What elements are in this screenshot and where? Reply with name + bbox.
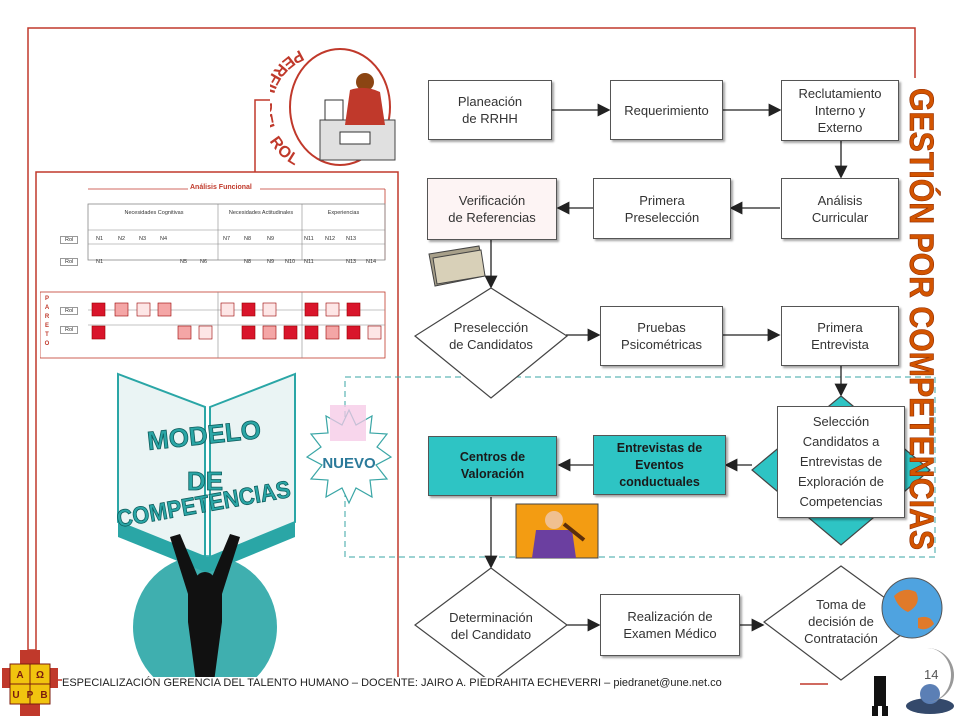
svg-text:U: U: [12, 690, 19, 701]
svg-text:A: A: [16, 670, 23, 681]
n-label: N1: [96, 236, 104, 242]
analisis-funcional-table: Análisis Funcional: [40, 182, 390, 360]
preseleccion-diamond: [413, 287, 569, 399]
pareto-letter: O: [44, 341, 50, 347]
page-number: 14: [924, 667, 939, 682]
n-label: N9: [267, 259, 275, 265]
n-label: N2: [118, 236, 126, 242]
primera-preseleccion-box: Primera Preselección: [593, 178, 731, 239]
n-label: N5: [180, 259, 188, 265]
n-label: N4: [160, 236, 168, 242]
centros-valoracion-box: Centros de Valoración: [428, 436, 557, 496]
svg-text:B: B: [40, 690, 47, 701]
toma-decision-label: Toma de decisión de Contratación: [804, 596, 878, 646]
folder-icon: [428, 245, 486, 287]
page-number-badge: [920, 648, 954, 702]
n-label: N11: [304, 236, 314, 242]
role-label: Rol: [60, 307, 79, 315]
analisis-curricular-box: Análisis Curricular: [781, 178, 899, 239]
n-label: N3: [139, 236, 147, 242]
n-label: N8: [244, 259, 252, 265]
modelo-book-illustration: MODELO DE COMPETENCIAS: [114, 372, 296, 682]
entrevistas-eventos-box: Entrevistas de Eventos conductuales: [593, 435, 726, 495]
table-grid: [40, 188, 386, 359]
perfil-rol-badge: PERFIL DEL ROL: [270, 46, 396, 170]
pareto-letter: T: [45, 332, 49, 338]
reclutamiento-box: Reclutamiento Interno y Externo: [781, 80, 899, 141]
vertical-title-svg: GESTIÓN POR COMPETENCIAS: [902, 88, 941, 551]
examen-medico-box: Realización de Examen Médico: [600, 594, 740, 656]
nuevo-starburst: [305, 408, 393, 505]
svg-text:Ω: Ω: [36, 670, 44, 681]
n-label: N14: [366, 259, 377, 265]
n-label: N7: [223, 236, 231, 242]
n-label: N12: [325, 236, 336, 242]
svg-text:GESTIÓN POR COMPETENCIAS: GESTIÓN POR COMPETENCIAS: [902, 88, 940, 550]
vertical-title: GESTIÓN POR COMPETENCIAS: [900, 84, 948, 554]
businessman-icon: [872, 676, 888, 716]
svg-text:PERFIL DEL ROL: PERFIL DEL ROL: [270, 46, 306, 169]
pareto-label: P A R E T O: [43, 295, 51, 349]
n-label: N1: [96, 259, 104, 265]
role-label: Rol: [60, 326, 79, 334]
role-label: Rol: [60, 236, 79, 244]
primera-entrevista-box: Primera Entrevista: [781, 306, 899, 366]
requerimiento-box: Requerimiento: [610, 80, 723, 140]
header-experiencias: Experiencias: [327, 210, 360, 216]
header-cognitivas: Necesidades Cognitivas: [124, 210, 184, 216]
pareto-letter: A: [44, 305, 50, 311]
seleccion-box: Selección Candidatos a Entrevistas de Ex…: [777, 406, 905, 518]
preseleccion-candidatos-label: Preselección de Candidatos: [449, 320, 533, 352]
planeacion-box: Planeación de RRHH: [428, 80, 552, 140]
n-label: N11: [304, 259, 314, 265]
verificacion-box: Verificación de Referencias: [427, 178, 557, 240]
n-label: N13: [346, 259, 357, 265]
pareto-letter: E: [44, 323, 49, 329]
nuevo-label: NUEVO: [322, 454, 376, 472]
pareto-letter: R: [44, 314, 50, 320]
n-label: N8: [244, 236, 252, 242]
footer-text: ESPECIALIZACIÓN GERENCIA DEL TALENTO HUM…: [62, 677, 726, 689]
pruebas-box: Pruebas Psicométricas: [600, 306, 723, 366]
n-label: N13: [346, 236, 357, 242]
pareto-letter: P: [44, 296, 49, 302]
determinacion-label: Determinación del Candidato: [449, 610, 533, 642]
n-label: N9: [267, 236, 275, 242]
n-label: N10: [285, 259, 296, 265]
role-label: Rol: [60, 258, 79, 266]
n-label: N6: [200, 259, 208, 265]
person-lifting-icon: [170, 534, 240, 682]
table-title: Análisis Funcional: [190, 184, 252, 191]
worker-icon: [319, 73, 396, 161]
violinist-icon: [515, 503, 599, 559]
svg-text:P: P: [27, 690, 34, 701]
svg-text:DE: DE: [187, 466, 223, 496]
globe-icon: [881, 577, 943, 639]
header-actitudinales: Necesidades Actitudinales: [228, 210, 294, 216]
